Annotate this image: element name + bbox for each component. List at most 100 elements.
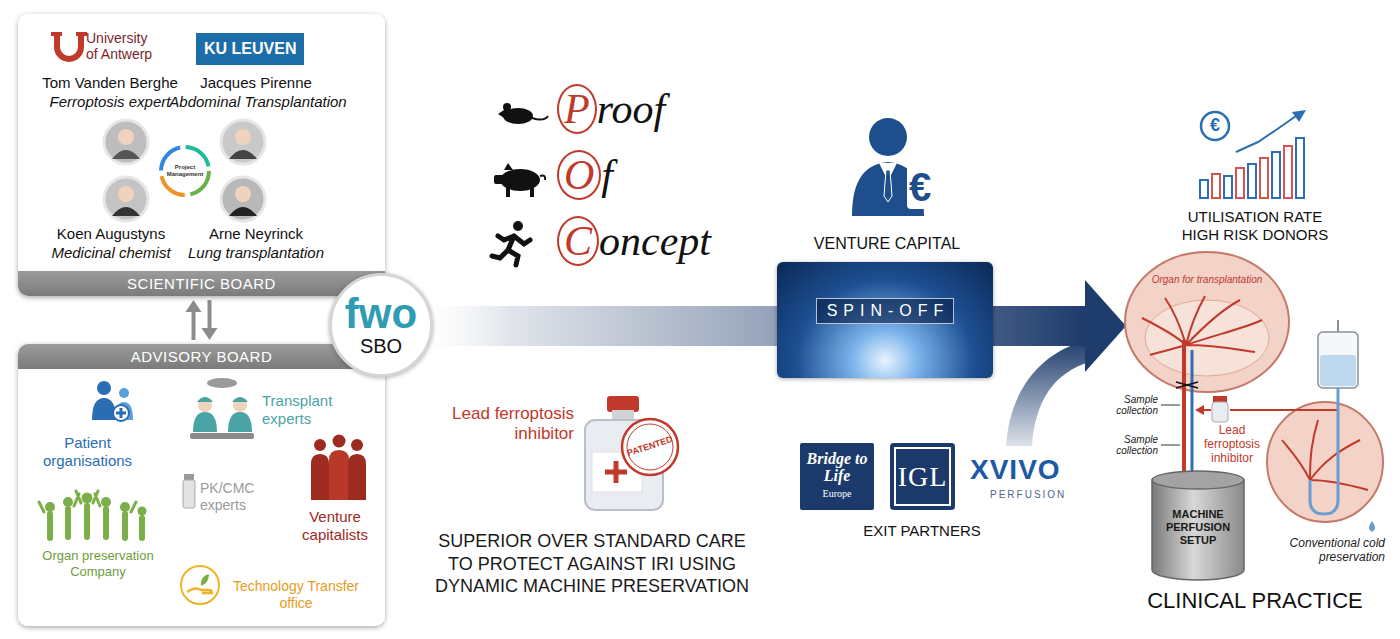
cylinder-shape [1152, 480, 1244, 580]
sample-label: Sample collection [1108, 434, 1158, 456]
cylinder-shape [1152, 471, 1244, 489]
growth-chart [1260, 158, 1268, 198]
university-logo [57, 34, 81, 59]
surgeon-icon [232, 397, 248, 402]
board-band: SCIENTIFIC BOARD [18, 271, 385, 296]
growth-chart [1236, 116, 1296, 152]
funder-programme: SBO [360, 335, 402, 357]
growth-chart [1212, 174, 1220, 198]
drug-vial [607, 396, 639, 412]
patient-icon [113, 405, 129, 421]
pig-icon [494, 163, 545, 197]
organ-illustration [1282, 420, 1368, 490]
logo-subtext: Europe [803, 488, 871, 499]
drug-vial [622, 419, 678, 475]
transfer-icon [201, 574, 209, 586]
connector-line [208, 300, 212, 328]
perfusion-machine: MACHINE PERFUSION SETUP [1150, 470, 1246, 582]
drug-label: Lead ferroptosis inhibitor [438, 404, 574, 445]
group-label: Venture capitalists [292, 508, 378, 544]
patient-icon [97, 381, 111, 395]
organ-label: Organ for transplantation [1152, 274, 1263, 286]
board-title: ADVISORY BOARD [18, 344, 385, 369]
management-cycle [161, 147, 209, 195]
organ-illustration [1337, 320, 1339, 332]
portrait [104, 120, 148, 164]
logo-text: IGL [898, 461, 948, 493]
portrait [104, 177, 148, 221]
pig-icon [500, 169, 540, 191]
organ-illustration [1125, 252, 1289, 392]
section-title: CLINICAL PRACTICE [1147, 588, 1363, 614]
arrowhead [202, 328, 218, 340]
patient-icon [116, 408, 126, 418]
arrowhead [186, 300, 202, 312]
organ-illustration [1161, 405, 1180, 445]
investor-icon [314, 439, 326, 451]
portrait [229, 150, 257, 159]
group-label: PK/CMC experts [200, 480, 272, 514]
logo-text: University of Antwerp [86, 30, 158, 62]
surgeon-icon [207, 378, 237, 388]
connector [186, 300, 218, 340]
surgeon-icon [228, 412, 252, 432]
growth-chart [1284, 146, 1292, 198]
crowd-icon [39, 491, 136, 512]
growth-chart [1200, 110, 1306, 198]
rat-icon [532, 116, 548, 120]
board-band: ADVISORY BOARD [18, 344, 385, 369]
portrait [221, 177, 265, 221]
growth-chart [1200, 180, 1208, 198]
vial-icon [183, 480, 195, 508]
person-role: Ferroptosis expert [50, 93, 171, 111]
investor-icon [329, 450, 349, 500]
spin-off-text: SPIN-OFF [816, 298, 955, 324]
patient-icon [92, 381, 133, 421]
group-label: Technology Transfer office [226, 578, 366, 612]
machine-label: MACHINE PERFUSION SETUP [1158, 508, 1238, 548]
university-logo [51, 34, 87, 59]
investor-figure [869, 118, 907, 156]
organ-illustration [1310, 388, 1338, 514]
poc-word: Concept [557, 216, 711, 266]
crowd-icon [138, 507, 147, 516]
investor-icon [333, 435, 346, 448]
partner-logo: Bridge to LifeEurope [800, 443, 874, 510]
portrait [118, 186, 134, 202]
crowd-icon [101, 497, 111, 507]
surgeon-icon [198, 398, 212, 412]
growth-chart [1224, 176, 1232, 198]
portrait [235, 129, 251, 145]
growth-chart [1272, 152, 1280, 198]
investor-icon [348, 454, 366, 500]
organ-illustration [1213, 396, 1227, 402]
caption: EXIT PARTNERS [863, 522, 981, 540]
person-name: Jacques Pirenne [200, 74, 312, 92]
pig-icon [506, 188, 510, 197]
portrait [229, 207, 257, 216]
organ-illustration [1267, 402, 1383, 522]
investor-icon [311, 454, 329, 500]
growth-chart [1292, 110, 1306, 122]
organ-illustration [1182, 340, 1186, 478]
person-role: Lung transplantation [188, 244, 324, 262]
portrait [112, 207, 140, 216]
portrait [104, 120, 265, 221]
group-label: Transplant experts [262, 392, 352, 428]
poc-word: Of [557, 150, 613, 200]
organ-illustration [1195, 405, 1204, 415]
partner-logo: IGL [890, 443, 955, 510]
group-label: Patient organisations [35, 434, 140, 470]
crowd-icon [45, 502, 55, 512]
person-name: Tom Vanden Berghe [42, 74, 178, 92]
investor-icon [351, 439, 363, 451]
progress-arrow [1006, 340, 1090, 446]
drug-vial [585, 396, 678, 510]
investor-figure [884, 170, 892, 202]
logo-subtext: PERFUSION [990, 489, 1066, 501]
board-panel [18, 14, 385, 296]
organ-illustration [1142, 296, 1262, 355]
poc-word: Proof [557, 84, 665, 134]
caption: VENTURE CAPITAL [814, 234, 960, 253]
